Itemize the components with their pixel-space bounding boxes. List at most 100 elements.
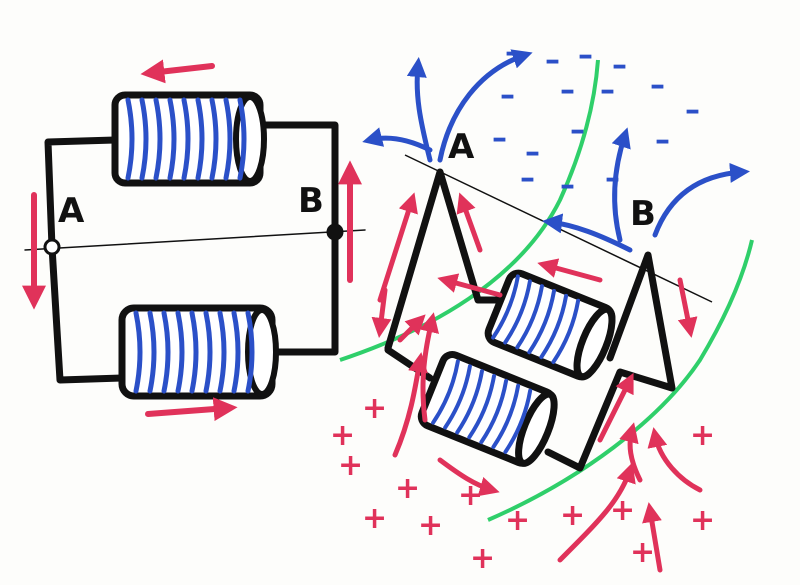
winding-group	[431, 359, 533, 454]
coil-windings-3d	[431, 274, 581, 454]
field-arrows-blue	[362, 49, 750, 253]
minus-sign: –	[560, 73, 575, 108]
field-arrow	[642, 502, 663, 573]
plus-sign: +	[330, 418, 355, 453]
winding	[153, 97, 163, 181]
coil-upper	[484, 269, 616, 381]
field-arrow	[677, 277, 698, 338]
reference-line	[24, 229, 366, 251]
winding	[431, 359, 460, 425]
winding	[503, 279, 532, 345]
field-arrow	[397, 314, 426, 343]
winding	[209, 97, 219, 181]
winding	[539, 293, 569, 360]
winding	[515, 284, 544, 350]
field-arrow	[652, 162, 750, 238]
minus-sign: –	[578, 38, 593, 73]
current-arrow	[145, 397, 238, 422]
winding	[503, 388, 533, 454]
wire	[44, 136, 126, 384]
field-arrow	[437, 457, 500, 497]
triangle-a	[384, 168, 504, 352]
minus-sign: –	[520, 161, 535, 196]
winding	[175, 310, 185, 394]
minus-sign: –	[612, 48, 627, 83]
winding	[479, 378, 509, 445]
winding	[491, 274, 520, 340]
minus-sign: –	[525, 135, 540, 170]
winding	[195, 97, 205, 181]
winding	[139, 97, 149, 181]
right-label-a: A	[448, 127, 475, 167]
left-label-a: A	[58, 191, 85, 231]
field-arrow	[647, 427, 703, 493]
winding	[189, 310, 199, 394]
winding	[455, 369, 484, 435]
minus-sign: –	[685, 93, 700, 128]
winding	[527, 289, 557, 355]
minus-sign: –	[492, 121, 507, 156]
winding	[203, 310, 213, 394]
plus-sign: +	[362, 391, 387, 426]
field-arrow	[619, 422, 643, 483]
winding	[231, 310, 241, 394]
current-arrow	[140, 59, 215, 84]
right-label-b: B	[630, 194, 656, 234]
plus-sign: +	[362, 501, 387, 536]
field-arrow	[437, 273, 503, 298]
winding	[491, 383, 521, 449]
field-arrow	[377, 192, 418, 303]
minus-sign: –	[545, 43, 560, 78]
winding	[147, 310, 157, 394]
positive-charges: ++++++++++++++	[330, 391, 715, 576]
triangle-b	[544, 251, 676, 472]
plus-sign: +	[505, 503, 530, 538]
minus-sign: –	[560, 168, 575, 203]
winding-group	[491, 274, 581, 364]
minus-sign: –	[570, 113, 585, 148]
winding	[167, 97, 177, 181]
plus-sign: +	[610, 493, 635, 528]
winding	[125, 97, 135, 181]
field-arrow	[611, 127, 631, 243]
winding	[223, 97, 233, 181]
winding	[245, 310, 255, 394]
field-arrow	[371, 287, 392, 338]
field-arrow	[557, 462, 636, 563]
plus-sign: +	[690, 503, 715, 538]
winding	[133, 310, 143, 394]
field-arrow	[542, 213, 633, 253]
plus-sign: +	[395, 471, 420, 506]
field-arrow	[437, 49, 533, 163]
field-arrow	[537, 258, 603, 283]
plus-sign: +	[458, 478, 483, 513]
winding	[237, 97, 247, 181]
minus-sign: –	[655, 123, 670, 158]
winding	[467, 374, 497, 440]
plus-sign: +	[338, 448, 363, 483]
winding	[551, 298, 581, 364]
plus-sign: +	[560, 498, 585, 533]
coil-windings	[125, 97, 255, 394]
left-current-arrows	[21, 59, 362, 422]
field-arrow	[456, 192, 483, 253]
winding	[161, 310, 171, 394]
node-a	[43, 238, 61, 256]
field-arrow	[392, 352, 428, 458]
field-arrows-red	[371, 192, 703, 573]
plus-sign: +	[418, 508, 443, 543]
minus-sign: –	[500, 78, 515, 113]
field-arrow	[597, 372, 634, 443]
winding	[217, 310, 227, 394]
node-b	[326, 223, 344, 241]
field-arrow	[362, 127, 433, 153]
plus-sign: +	[630, 535, 655, 570]
plus-sign: +	[470, 541, 495, 576]
minus-sign: –	[650, 68, 665, 103]
plus-sign: +	[690, 418, 715, 453]
minus-sign: –	[600, 73, 615, 108]
left-label-b: B	[298, 181, 324, 221]
winding	[443, 364, 472, 430]
